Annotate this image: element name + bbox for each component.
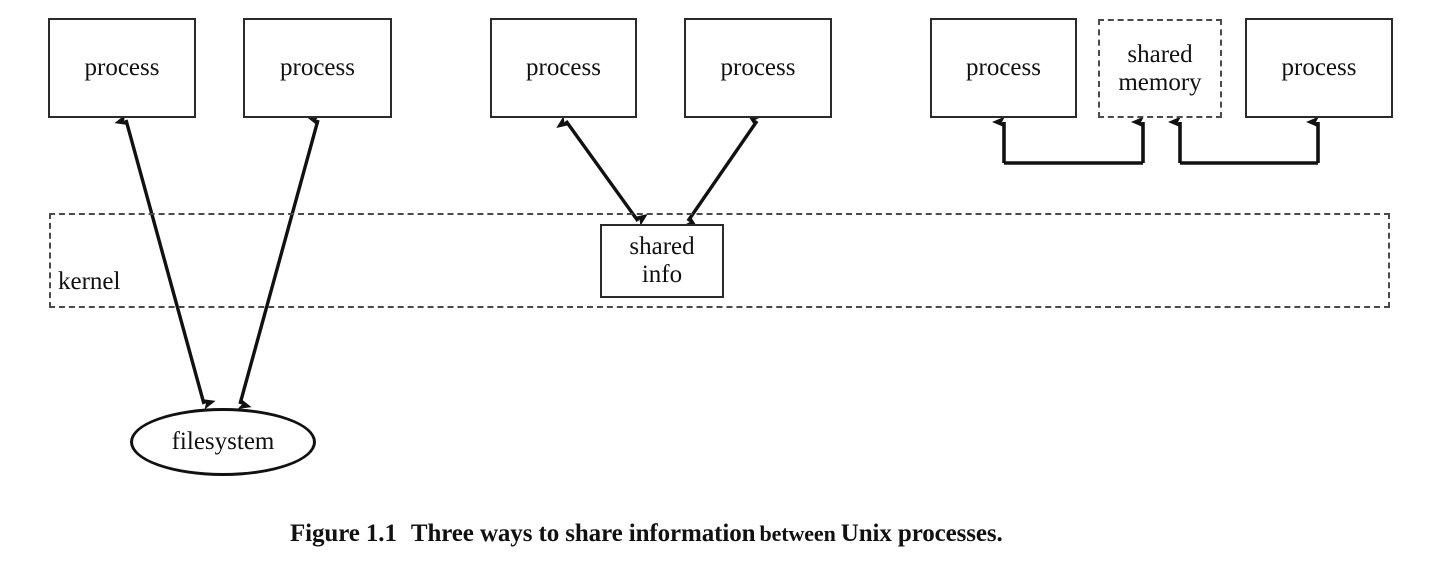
- filesystem-label: filesystem: [171, 428, 275, 455]
- process-box-3: process: [490, 18, 637, 118]
- process-label: process: [526, 54, 601, 81]
- edge-process4-sharedinfo: [684, 114, 761, 228]
- caption-tail-text: Unix processes.: [840, 520, 1003, 547]
- kernel-label: kernel: [58, 268, 121, 295]
- shared-memory-label-line1: shared: [1127, 40, 1193, 68]
- process-label: process: [720, 54, 796, 81]
- process-box-2: process: [243, 18, 392, 118]
- edge-process3-sharedinfo: [556, 115, 648, 227]
- process-label: process: [1281, 54, 1357, 81]
- shared-memory-label-line2: memory: [1118, 68, 1202, 96]
- caption-between-text: between: [759, 521, 836, 546]
- figure-caption: Figure 1.1 Three ways to share informatio…: [290, 520, 1003, 548]
- kernel-region: [49, 213, 1390, 308]
- process-box-1: process: [48, 18, 196, 118]
- shared-info-label-line2: info: [641, 261, 683, 288]
- caption-figure-number: Figure 1.1: [290, 520, 397, 547]
- caption-main-text: Three ways to share information: [410, 520, 756, 547]
- process-label: process: [84, 54, 160, 81]
- shared-info-box: shared info: [600, 224, 724, 298]
- process-label: process: [280, 54, 355, 81]
- process-box-4: process: [684, 18, 832, 118]
- process-label: process: [966, 54, 1041, 81]
- filesystem-ellipse: filesystem: [130, 408, 316, 476]
- process-box-5: process: [930, 18, 1077, 118]
- shared-info-label-line1: shared: [629, 233, 695, 260]
- shared-memory-box: shared memory: [1098, 19, 1222, 118]
- process-box-6: process: [1245, 18, 1393, 118]
